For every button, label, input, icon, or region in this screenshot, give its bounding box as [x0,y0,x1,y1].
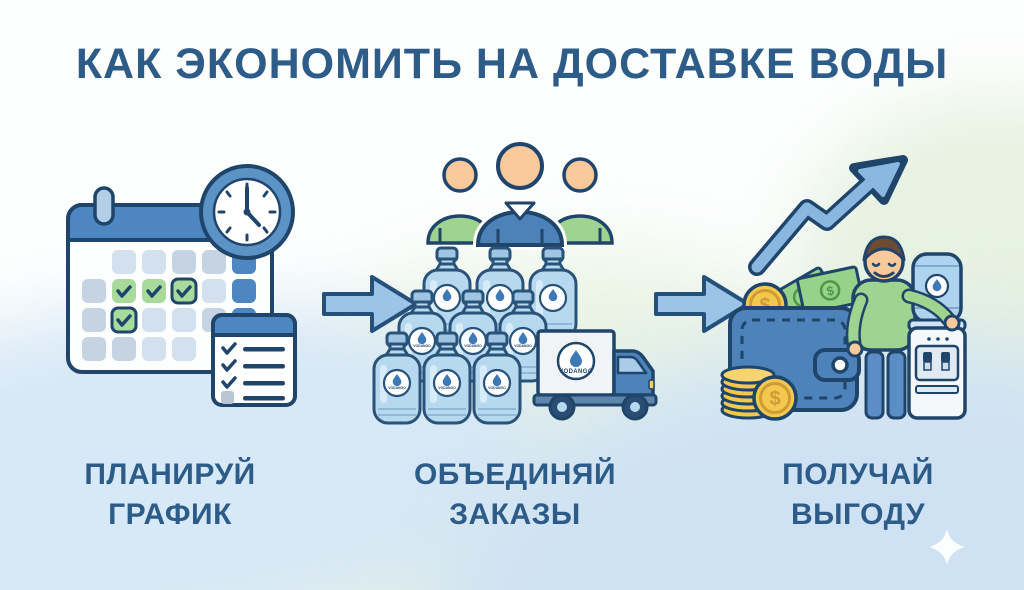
truck-logo: VODANGO [556,341,596,381]
headlight [648,379,655,390]
svg-text:$: $ [825,283,836,299]
step-3-label-line2: ВЫГОДУ [791,497,925,531]
next-step-arrow-icon [654,275,750,333]
step-1-label-line2: ГРАФИК [108,497,232,531]
hair [862,235,906,262]
person-arm-over-cooler [901,288,961,332]
calendar-ring [93,186,115,226]
svg-text:$: $ [769,388,780,410]
svg-text:VODANGO: VODANGO [464,344,482,348]
step-2-label-line1: ОБЪЕДИНЯЙ [413,458,617,491]
step-1-illustration [66,164,297,407]
checklist-icon [211,313,297,407]
hand [943,314,961,332]
step-3-label: ПОЛУЧАЙ ВЫГОДУ [728,455,988,534]
calendar-checkmarks [116,285,192,327]
svg-text:VODANGO: VODANGO [388,386,406,390]
person-center-icon [472,142,568,250]
step-1-label: ПЛАНИРУЙ ГРАФИК [40,455,300,534]
svg-text:VODANGO: VODANGO [559,369,593,375]
bottle-labels: VODANGO VODANGO VODANGO VODANGO VODANGO … [388,344,532,390]
next-step-arrow-icon [322,275,418,333]
water-cooler-icon [907,252,967,420]
clock-icon [199,164,295,260]
step-2-illustration: VODANGO VODANGO VODANGO VODANGO VODANGO … [370,142,658,428]
hand [846,340,864,358]
svg-text:VODANGO: VODANGO [488,386,506,390]
svg-text:VODANGO: VODANGO [514,344,532,348]
cooler-taps [923,352,950,371]
svg-text:VODANGO: VODANGO [413,344,431,348]
step-2-label: ОБЪЕДИНЯЙ ЗАКАЗЫ [385,455,645,534]
page-title: КАК ЭКОНОМИТЬ НА ДОСТАВКЕ ВОДЫ [75,40,949,88]
people-group-icon [426,142,614,250]
growth-arrow-icon [748,155,908,276]
delivery-truck-icon: VODANGO [532,329,658,421]
step-2-label-line2: ЗАКАЗЫ [449,497,581,531]
water-bottles-icon: VODANGO VODANGO VODANGO VODANGO VODANGO … [374,248,576,423]
step-3-illustration: $ $ $ [720,155,967,421]
sparkle-icon [929,529,965,565]
svg-text:VODANGO: VODANGO [438,386,456,390]
step-3-label-line1: ПОЛУЧАЙ [782,458,934,491]
coin-icon: $ [752,375,798,421]
step-1-label-line1: ПЛАНИРУЙ [84,458,256,491]
